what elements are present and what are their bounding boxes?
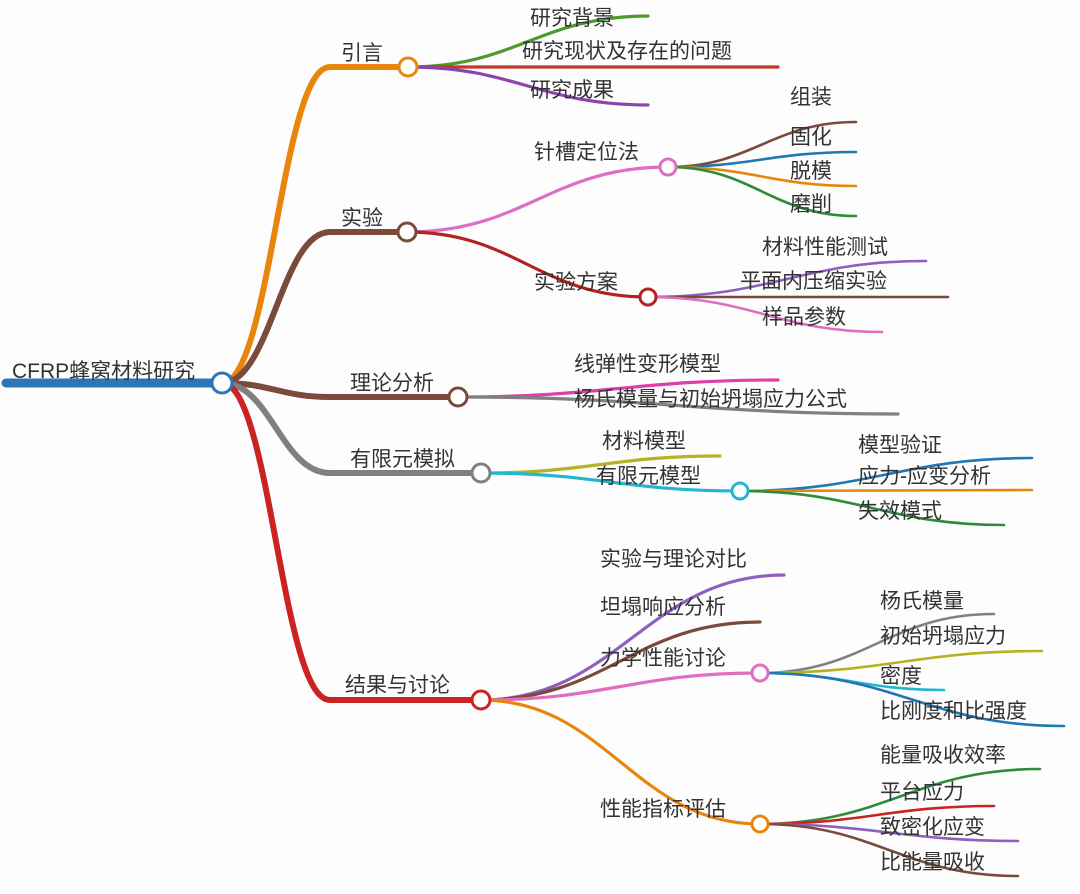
label-intro-child-2: 研究成果 <box>530 79 614 102</box>
root-node[interactable] <box>210 371 234 395</box>
edge-results-child-3 <box>479 698 762 826</box>
edge-fem-1-leaf-0 <box>738 456 1034 493</box>
label-experiment-child-1: 实验方案 <box>534 271 618 294</box>
label-results-3-leaf-1: 平台应力 <box>880 781 964 804</box>
node-label-layer: 引言研究背景研究现状及存在的问题研究成果实验针槽定位法组装固化脱模磨削实验方案材… <box>12 7 1027 874</box>
label-experiment: 实验 <box>341 207 383 230</box>
label-experiment-0-leaf-1: 固化 <box>790 126 832 149</box>
label-theory-child-0: 线弹性变形模型 <box>574 353 721 376</box>
node-results-child-3[interactable] <box>750 814 770 834</box>
edge-results-3-leaf-2 <box>758 822 1020 843</box>
label-fem-1-leaf-0: 模型验证 <box>858 434 942 457</box>
label-fem-1-leaf-2: 失效模式 <box>858 500 942 523</box>
label-results-2-leaf-3: 比刚度和比强度 <box>880 700 1027 723</box>
edge-results-2-leaf-0 <box>758 612 996 675</box>
edge-root-to-results <box>219 380 484 703</box>
edge-fem-1-leaf-2 <box>738 489 1006 527</box>
edge-root-to-intro <box>219 64 411 386</box>
label-experiment-0-leaf-3: 磨削 <box>790 193 832 216</box>
label-fem-1-leaf-1: 应力-应变分析 <box>858 465 991 488</box>
label-results-2-leaf-0: 杨氏模量 <box>880 590 964 613</box>
label-intro: 引言 <box>341 42 383 65</box>
node-experiment[interactable] <box>396 221 418 243</box>
edge-experiment-1-leaf-2 <box>646 295 884 334</box>
node-experiment-child-0[interactable] <box>658 157 678 177</box>
label-intro-child-1: 研究现状及存在的问题 <box>522 40 732 63</box>
node-theory[interactable] <box>447 386 469 408</box>
edge-intro-child-2 <box>406 65 650 107</box>
node-dot-layer <box>210 56 770 834</box>
label-intro-child-0: 研究背景 <box>530 7 614 30</box>
label-theory-child-1: 杨氏模量与初始坍塌应力公式 <box>574 388 847 411</box>
label-experiment-1-leaf-2: 样品参数 <box>762 306 846 329</box>
edge-results-3-leaf-3 <box>758 822 1020 878</box>
edge-experiment-child-0 <box>405 165 670 234</box>
label-experiment-1-leaf-0: 材料性能测试 <box>762 236 888 259</box>
label-results-child-1: 坦塌响应分析 <box>600 596 726 619</box>
edge-experiment-child-1 <box>405 230 650 299</box>
node-results-child-2[interactable] <box>750 663 770 683</box>
label-experiment-0-leaf-0: 组装 <box>790 86 832 109</box>
label-experiment-0-leaf-2: 脱模 <box>790 160 832 183</box>
edge-results-3-leaf-0 <box>758 767 1042 826</box>
edge-theory-child-1 <box>456 395 900 416</box>
edge-experiment-0-leaf-3 <box>666 165 858 218</box>
edge-results-child-0 <box>479 573 786 702</box>
label-results-2-leaf-2: 密度 <box>880 665 922 688</box>
label-fem: 有限元模拟 <box>350 448 455 471</box>
edge-root-to-fem <box>219 380 484 476</box>
node-results[interactable] <box>470 689 492 711</box>
label-results-child-2: 力学性能讨论 <box>600 647 726 670</box>
edge-fem-child-1 <box>479 471 742 493</box>
edge-fem-1-leaf-1 <box>738 488 1034 493</box>
edge-root-to-experiment <box>219 229 410 386</box>
label-results-2-leaf-1: 初始坍塌应力 <box>880 625 1006 648</box>
node-fem[interactable] <box>470 462 492 484</box>
edge-experiment-1-leaf-0 <box>646 259 928 299</box>
label-experiment-1-leaf-1: 平面内压缩实验 <box>740 270 887 293</box>
label-results-3-leaf-2: 致密化应变 <box>880 816 985 839</box>
root-label: CFRP蜂窝材料研究 <box>12 360 195 383</box>
label-results-3-leaf-0: 能量吸收效率 <box>880 744 1006 767</box>
edge-experiment-0-leaf-1 <box>666 150 858 169</box>
label-results-child-0: 实验与理论对比 <box>600 548 747 571</box>
label-results: 结果与讨论 <box>345 674 450 697</box>
label-theory: 理论分析 <box>350 372 434 395</box>
node-intro[interactable] <box>397 56 419 78</box>
edge-intro-child-0 <box>406 14 650 69</box>
label-fem-child-0: 材料模型 <box>602 430 686 453</box>
edge-results-child-1 <box>479 620 762 702</box>
label-results-child-3: 性能指标评估 <box>600 798 726 821</box>
node-experiment-child-1[interactable] <box>638 287 658 307</box>
edge-layer <box>1 14 1066 878</box>
edge-results-2-leaf-3 <box>758 671 1066 728</box>
node-fem-child-1[interactable] <box>730 481 750 501</box>
label-results-3-leaf-3: 比能量吸收 <box>880 851 985 874</box>
label-fem-child-1: 有限元模型 <box>596 465 701 488</box>
edge-results-child-2 <box>479 671 762 702</box>
label-experiment-child-0: 针槽定位法 <box>534 141 639 164</box>
edge-results-3-leaf-1 <box>758 804 996 826</box>
edge-results-2-leaf-1 <box>758 649 1044 675</box>
